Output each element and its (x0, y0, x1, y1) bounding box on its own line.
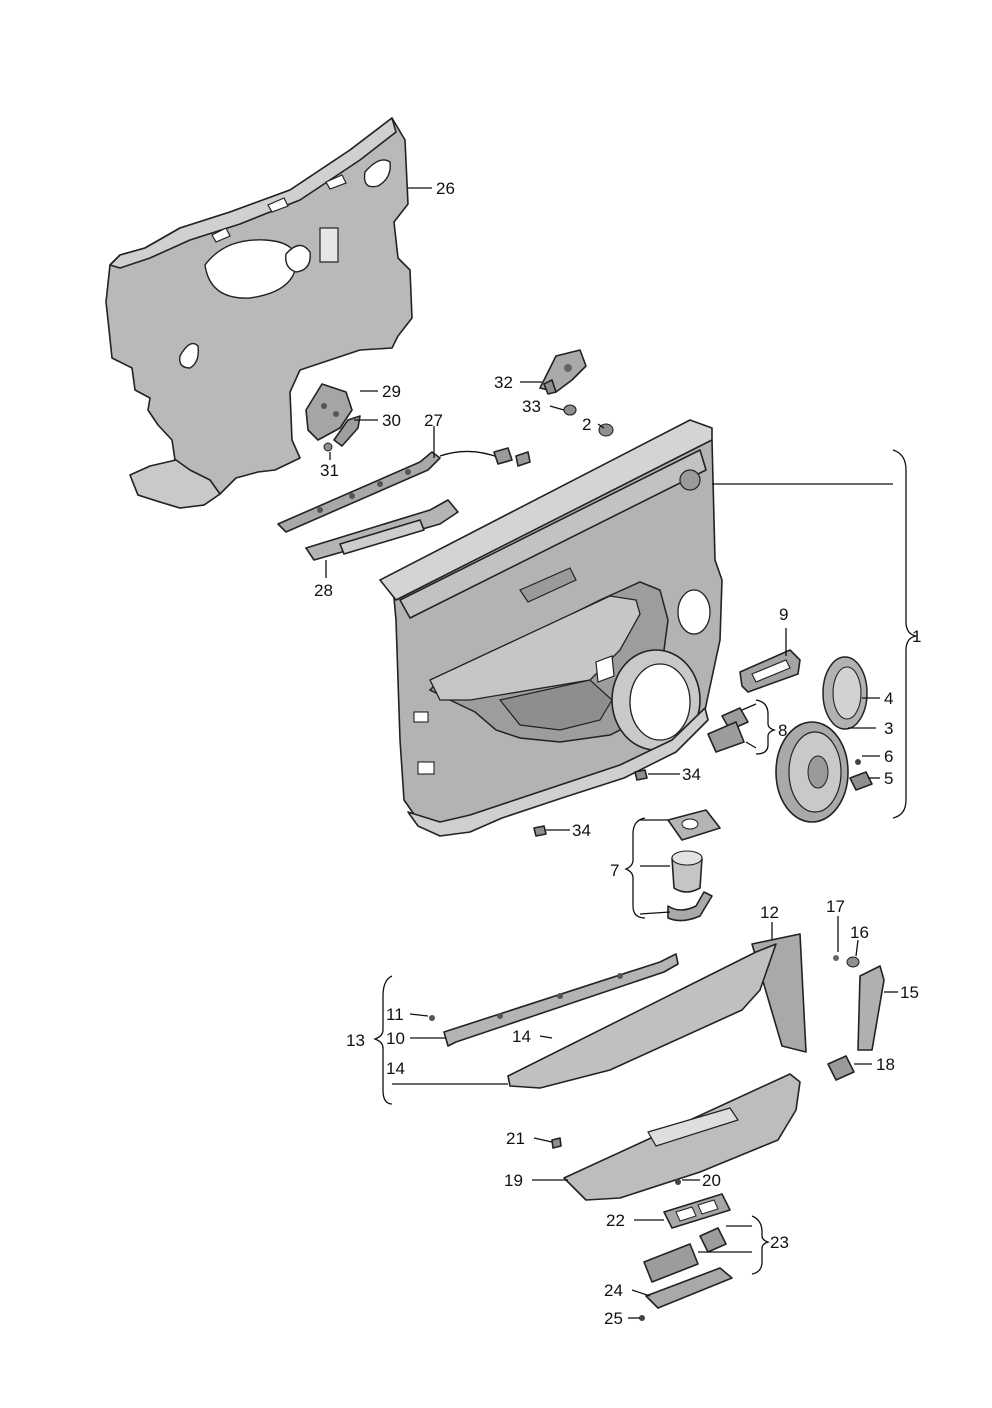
part-32-upper-bracket (539, 349, 587, 395)
part-31-screw (323, 442, 333, 452)
callout-34-lower: 34 (572, 821, 591, 840)
callout-34-upper: 34 (682, 765, 701, 784)
part-17-screw (833, 955, 839, 961)
callout-26: 26 (436, 179, 455, 198)
bracket-23 (751, 1215, 771, 1275)
part-34-screw-upper (634, 769, 648, 781)
part-22-switch-bezel (663, 1193, 731, 1229)
callout-32: 32 (494, 373, 513, 392)
part-20-rivet (675, 1179, 681, 1185)
part-4-tweeter-speaker (822, 656, 868, 730)
bracket-7 (624, 817, 646, 919)
part-23-switch-pair (643, 1227, 727, 1283)
callout-33: 33 (522, 397, 541, 416)
callout-20: 20 (702, 1171, 721, 1190)
callout-1: 1 (912, 627, 921, 646)
callout-2: 2 (582, 415, 591, 434)
callout-18: 18 (876, 1055, 895, 1074)
callout-28: 28 (314, 581, 333, 600)
callout-13: 13 (346, 1031, 365, 1050)
part-7-cup-holder-assembly (667, 809, 721, 922)
part-14-armrest-trim (507, 943, 777, 1089)
callout-30: 30 (382, 411, 401, 430)
part-10-lower-strip (443, 953, 679, 1047)
part-33-clip (563, 404, 577, 416)
callout-10: 10 (386, 1029, 405, 1048)
part-25-screw (639, 1315, 645, 1321)
callout-9: 9 (779, 605, 788, 624)
part-16-washer (846, 956, 860, 968)
callout-8: 8 (778, 721, 787, 740)
callout-16: 16 (850, 923, 869, 942)
part-1-door-trim-panel (379, 419, 723, 837)
part-27-wiring-strip (277, 447, 531, 533)
callout-3: 3 (884, 719, 893, 738)
callout-22: 22 (606, 1211, 625, 1230)
callout-29: 29 (382, 382, 401, 401)
part-30-trim-clip (333, 415, 361, 447)
part-18-end-cap (827, 1055, 855, 1081)
callout-21: 21 (506, 1129, 525, 1148)
callout-labels: 1 2 3 4 5 6 7 8 9 10 11 12 13 14 14 15 1… (314, 179, 921, 1328)
callout-6: 6 (884, 747, 893, 766)
callout-14-lower: 14 (386, 1059, 405, 1078)
part-8-switch-block (707, 707, 749, 753)
part-11-clip (429, 1015, 435, 1021)
part-15-grab-handle (857, 965, 885, 1051)
part-28-rail-strip (305, 499, 459, 561)
callout-14-upper: 14 (512, 1027, 531, 1046)
part-19-armrest-cover (563, 1073, 801, 1201)
callout-12: 12 (760, 903, 779, 922)
callout-25: 25 (604, 1309, 623, 1328)
part-6-rivet (855, 759, 861, 765)
part-21-screw (551, 1137, 562, 1149)
part-3-woofer-speaker (775, 721, 849, 823)
bracket-1 (892, 449, 917, 819)
callout-31: 31 (320, 461, 339, 480)
callout-15: 15 (900, 983, 919, 1002)
callout-24: 24 (604, 1281, 623, 1300)
callout-19: 19 (504, 1171, 523, 1190)
part-24-switch-module (645, 1267, 733, 1309)
callout-5: 5 (884, 769, 893, 788)
leader-lines (325, 187, 898, 1319)
part-9-door-handle (739, 649, 801, 693)
callout-17: 17 (826, 897, 845, 916)
part-29-bracket (305, 383, 353, 441)
callout-7: 7 (610, 861, 619, 880)
bracket-8 (755, 699, 777, 755)
callout-23: 23 (770, 1233, 789, 1252)
callout-11: 11 (386, 1005, 404, 1024)
bracket-13 (373, 975, 393, 1105)
part-34-screw-lower (533, 825, 547, 837)
callout-4: 4 (884, 689, 893, 708)
part-26-insulation-sheet (105, 117, 413, 509)
callout-27: 27 (424, 411, 443, 430)
part-5-grille-clip (849, 771, 873, 791)
